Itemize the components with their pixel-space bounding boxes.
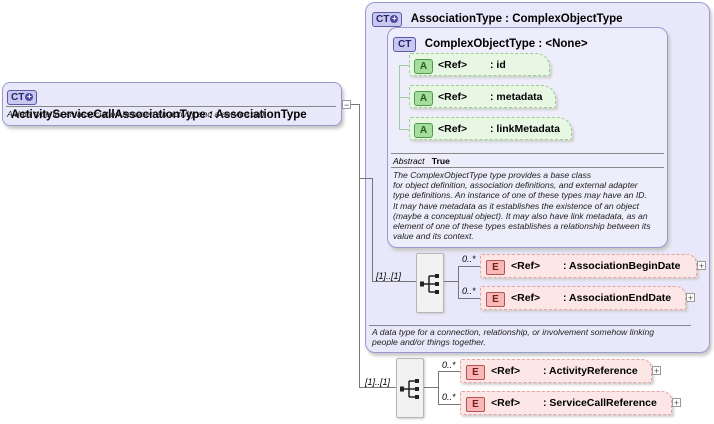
element-activity-reference[interactable]: E <Ref> : ActivityReference: [460, 359, 652, 383]
collapse-button[interactable]: −: [342, 100, 351, 110]
sequence-compositor[interactable]: [396, 358, 424, 418]
association-type-header: CT+ AssociationType : ComplexObjectType: [372, 9, 623, 27]
association-type-title: AssociationType : ComplexObjectType: [410, 13, 623, 25]
connector-line: [458, 266, 459, 298]
attribute-ref: <Ref>: [438, 91, 468, 103]
element-icon: E: [486, 292, 505, 307]
connector-line: [444, 281, 458, 282]
connector-line: [359, 387, 396, 388]
element-name: : AssociationEndDate: [563, 292, 672, 304]
complex-type-icon: CT+: [7, 90, 38, 105]
connector-line: [424, 387, 438, 388]
attribute-connector: [399, 97, 409, 98]
element-name: : ActivityReference: [543, 365, 638, 377]
element-name: : ServiceCallReference: [543, 397, 657, 409]
association-type-documentation: A data type for a connection, relationsh…: [372, 327, 654, 348]
complex-type-icon: CT+: [372, 12, 403, 27]
attribute-name: : linkMetadata: [490, 123, 561, 135]
connector-line: [438, 404, 460, 405]
connector-line: [351, 104, 359, 105]
divider: [391, 167, 664, 168]
expand-button[interactable]: +: [686, 293, 695, 303]
main-type-box[interactable]: CT+ ActivityServiceCallAssociationType :…: [2, 82, 342, 126]
connector-line: [458, 298, 480, 299]
attribute-ref: <Ref>: [438, 123, 468, 135]
divider: [369, 325, 691, 326]
attribute-metadata[interactable]: A <Ref> : metadata: [409, 85, 556, 108]
expand-button[interactable]: +: [697, 261, 706, 271]
complex-type-icon: CT: [393, 37, 417, 52]
attribute-id[interactable]: A <Ref> : id: [409, 53, 550, 76]
sequence-icon: [420, 274, 439, 294]
element-icon: E: [466, 397, 485, 412]
element-ref: <Ref>: [511, 260, 541, 272]
element-multiplicity: 0..*: [462, 286, 476, 296]
sequence-icon: [400, 379, 419, 399]
divider: [391, 153, 664, 154]
element-icon: E: [466, 365, 485, 380]
attribute-icon: A: [414, 91, 433, 106]
element-ref: <Ref>: [511, 292, 541, 304]
element-ref: <Ref>: [491, 397, 521, 409]
abstract-row: Abstract True: [393, 156, 450, 166]
element-association-begin-date[interactable]: E <Ref> : AssociationBeginDate: [480, 254, 697, 278]
element-ref: <Ref>: [491, 365, 521, 377]
divider: [6, 106, 336, 107]
complex-object-type-title: ComplexObjectType : <None>: [424, 38, 588, 50]
main-type-header: CT+ ActivityServiceCallAssociationType :…: [7, 87, 341, 123]
element-multiplicity: 0..*: [462, 254, 476, 264]
complex-object-type-header: CT ComplexObjectType : <None>: [393, 34, 588, 52]
connector-line: [458, 266, 480, 267]
connector-line: [438, 371, 460, 372]
connector-line: [359, 104, 360, 387]
element-association-end-date[interactable]: E <Ref> : AssociationEndDate: [480, 286, 686, 310]
attribute-linkmetadata[interactable]: A <Ref> : linkMetadata: [409, 117, 572, 140]
connector-line: [372, 178, 373, 281]
attribute-icon: A: [414, 59, 433, 74]
sequence-multiplicity: [1]..[1]: [376, 271, 402, 281]
sequence-multiplicity: [1]..[1]: [365, 377, 391, 387]
element-name: : AssociationBeginDate: [563, 260, 681, 272]
element-multiplicity: 0..*: [442, 392, 456, 402]
expand-button[interactable]: +: [652, 366, 661, 376]
attribute-ref: <Ref>: [438, 59, 468, 71]
attribute-connector: [399, 65, 409, 66]
element-icon: E: [486, 260, 505, 275]
complex-object-type-documentation: The ComplexObjectType type provides a ba…: [393, 170, 651, 242]
attribute-name: : metadata: [490, 91, 543, 103]
element-multiplicity: 0..*: [442, 360, 456, 370]
attribute-name: : id: [490, 59, 506, 71]
main-type-title: ActivityServiceCallAssociationType : Ass…: [11, 109, 307, 121]
attribute-connector: [399, 129, 409, 130]
sequence-compositor[interactable]: [416, 253, 444, 313]
connector-line: [372, 281, 416, 282]
attribute-icon: A: [414, 123, 433, 138]
connector-line: [438, 371, 439, 404]
element-service-call-reference[interactable]: E <Ref> : ServiceCallReference: [460, 391, 672, 415]
expand-button[interactable]: +: [672, 398, 681, 408]
connector-line: [359, 178, 373, 179]
main-type-documentation: A data type for an association between a…: [7, 109, 267, 119]
